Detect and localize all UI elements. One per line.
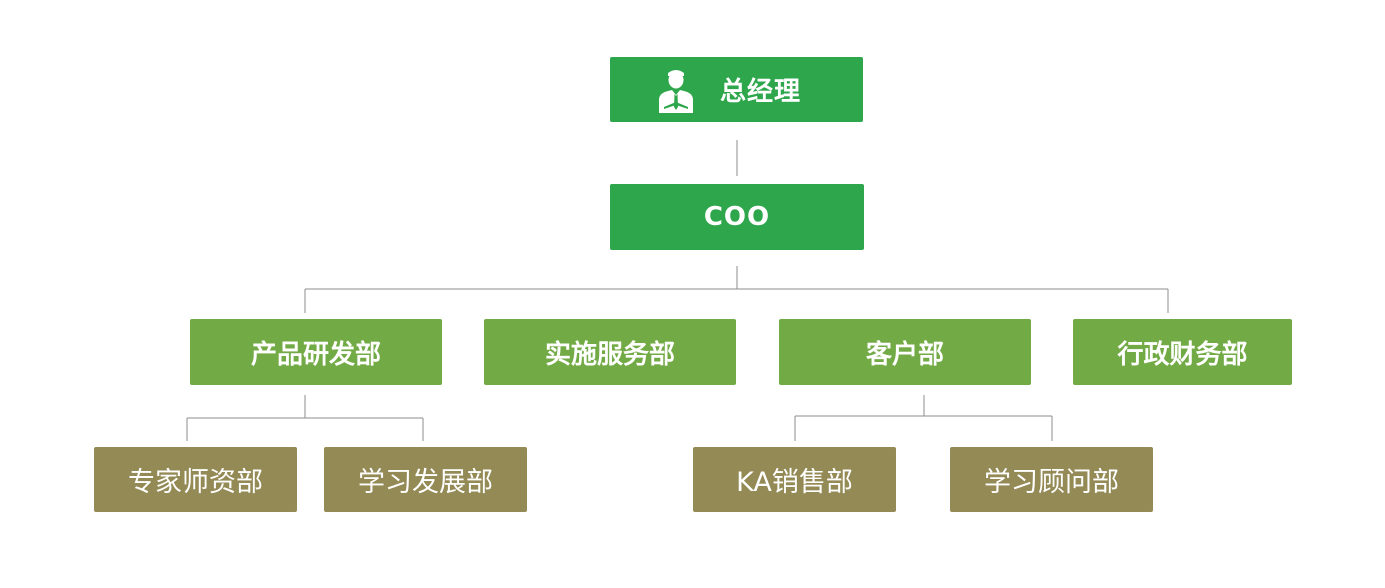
dept-label: 客户部 — [865, 339, 944, 370]
node-dept-product-rd: 产品研发部 — [190, 319, 442, 385]
node-sub-ka-sales: KA销售部 — [693, 447, 896, 512]
sub-dept-label: 学习发展部 — [358, 467, 493, 498]
sub-dept-label: KA销售部 — [736, 467, 853, 498]
ceo-label: 总经理 — [719, 77, 801, 107]
node-sub-learning-advisor: 学习顾问部 — [950, 447, 1153, 512]
node-dept-admin-finance: 行政财务部 — [1073, 319, 1292, 385]
dept-label: 行政财务部 — [1117, 339, 1248, 370]
sub-dept-label: 专家师资部 — [128, 467, 263, 498]
coo-label: COO — [703, 202, 771, 232]
node-sub-expert-faculty: 专家师资部 — [94, 447, 297, 512]
node-dept-customer: 客户部 — [779, 319, 1031, 385]
sub-dept-label: 学习顾问部 — [984, 467, 1119, 498]
node-ceo: 总经理 — [610, 57, 863, 122]
dept-label: 实施服务部 — [544, 339, 675, 370]
node-coo: COO — [610, 184, 864, 250]
person-icon — [658, 69, 693, 113]
dept-label: 产品研发部 — [250, 339, 381, 370]
node-dept-implementation-service: 实施服务部 — [484, 319, 736, 385]
node-sub-learning-development: 学习发展部 — [324, 447, 527, 512]
